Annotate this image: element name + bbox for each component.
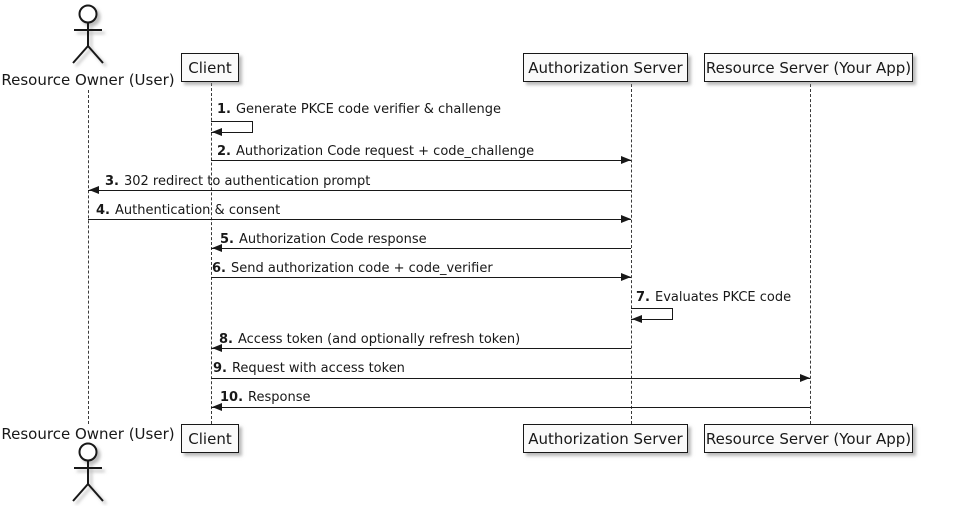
message-3-arrow	[88, 190, 631, 191]
message-2-label: 2.Authorization Code request + code_chal…	[217, 144, 535, 159]
message-6-label: 6.Send authorization code + code_verifie…	[212, 261, 493, 276]
actor-label-bottom: Resource Owner (User)	[1, 425, 175, 443]
message-1-arrowhead	[212, 128, 222, 136]
message-5-label: 5.Authorization Code response	[220, 232, 427, 247]
message-3-label: 3.302 redirect to authentication prompt	[105, 174, 371, 189]
message-8-label: 8.Access token (and optionally refresh t…	[219, 332, 521, 347]
message-10-label: 10.Response	[220, 390, 311, 405]
message-4-arrowhead	[621, 215, 631, 223]
message-4-arrow	[88, 219, 631, 220]
message-6-arrow	[211, 277, 631, 278]
message-9-arrow	[211, 378, 810, 379]
message-2-arrowhead	[621, 156, 631, 164]
lifeline-auth-server	[631, 84, 632, 424]
actor-figure-bottom	[72, 442, 104, 502]
actor-label-top: Resource Owner (User)	[1, 71, 175, 89]
message-1-self-arrow	[211, 121, 253, 133]
participant-auth-server-top: Authorization Server	[523, 53, 688, 82]
participant-client-top: Client	[181, 53, 239, 82]
message-4-label: 4.Authentication & consent	[96, 203, 281, 218]
message-8-arrowhead	[212, 344, 222, 352]
message-7-self-arrow	[631, 308, 673, 320]
message-5-arrow	[211, 248, 631, 249]
message-7-arrowhead	[632, 315, 642, 323]
message-3-arrowhead	[89, 186, 99, 194]
participant-resource-server-top: Resource Server (Your App)	[704, 53, 913, 82]
message-9-arrowhead	[800, 374, 810, 382]
actor-figure-top	[72, 4, 104, 64]
message-5-arrowhead	[212, 244, 222, 252]
message-10-arrowhead	[212, 403, 222, 411]
participant-client-bottom: Client	[181, 424, 239, 453]
message-8-arrow	[211, 348, 631, 349]
message-9-label: 9.Request with access token	[213, 361, 405, 376]
lifeline-resource-owner	[88, 90, 89, 424]
message-1-label: 1.Generate PKCE code verifier & challeng…	[217, 102, 502, 117]
lifeline-client	[211, 83, 212, 424]
message-6-arrowhead	[621, 273, 631, 281]
message-7-label: 7.Evaluates PKCE code	[636, 290, 792, 305]
lifeline-resource-server	[810, 84, 811, 424]
message-2-arrow	[211, 160, 631, 161]
participant-resource-server-bottom: Resource Server (Your App)	[704, 424, 913, 453]
participant-auth-server-bottom: Authorization Server	[523, 424, 688, 453]
message-10-arrow	[211, 407, 810, 408]
